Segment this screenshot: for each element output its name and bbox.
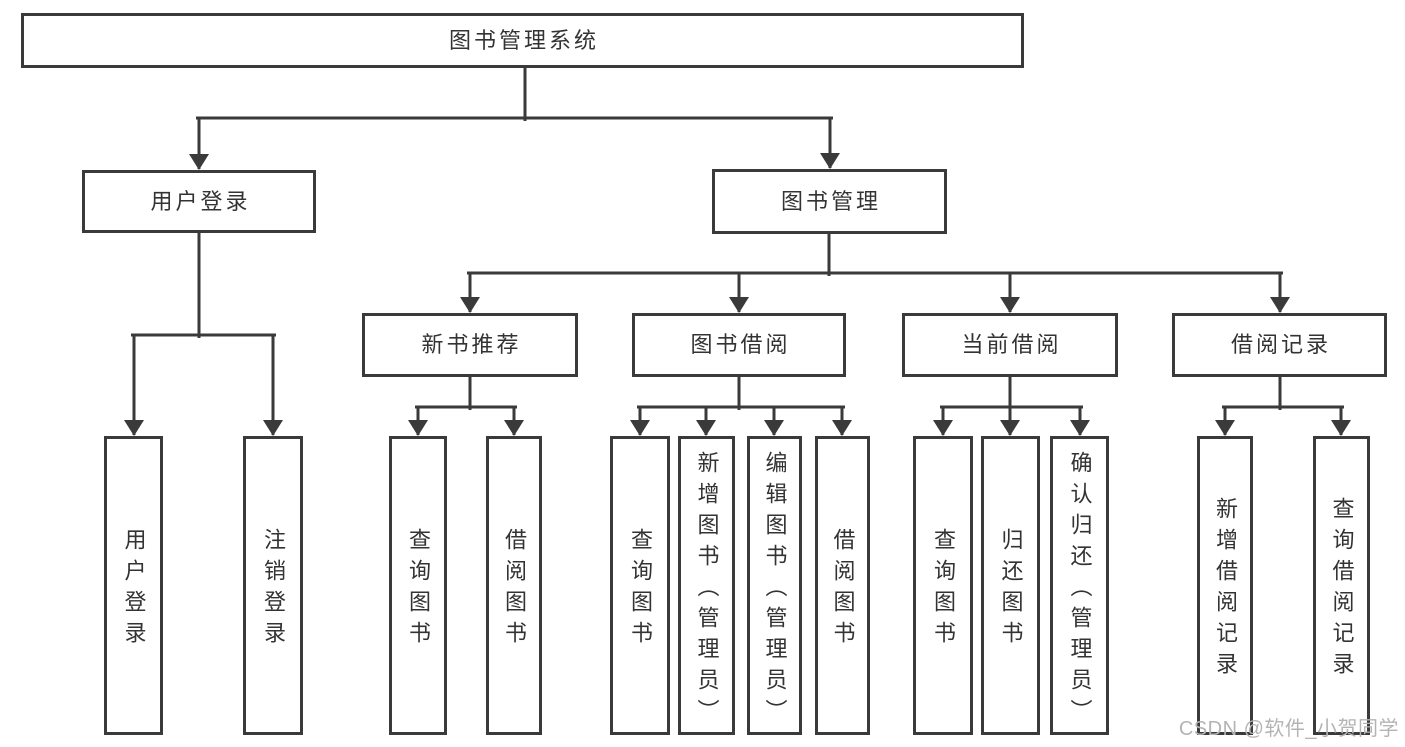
- leaf-bb-add-books-admin: 新增图书（管理员）: [678, 436, 735, 735]
- leaf-user-login: 用户登录: [104, 436, 163, 735]
- leaf-nbr-borrow-books: 借阅图书: [486, 436, 542, 735]
- node-user-login: 用户登录: [82, 170, 316, 233]
- node-borrowing-records: 借阅记录: [1172, 313, 1387, 377]
- node-current-borrowing: 当前借阅: [902, 313, 1118, 377]
- leaf-cb-return-books: 归还图书: [981, 436, 1040, 735]
- node-book-management: 图书管理: [712, 169, 947, 234]
- leaf-br-add-borrow-record: 新增借阅记录: [1197, 436, 1253, 735]
- leaf-cb-confirm-return-admin: 确认归还（管理员）: [1050, 436, 1109, 735]
- leaf-bb-borrow-books: 借阅图书: [815, 436, 870, 735]
- leaf-br-query-borrow-record: 查询借阅记录: [1313, 436, 1370, 735]
- watermark: CSDN @软件_小贺同学: [1178, 718, 1399, 740]
- leaf-bb-edit-books-admin: 编辑图书（管理员）: [747, 436, 802, 735]
- node-new-book-recommendation: 新书推荐: [362, 313, 578, 377]
- node-book-borrowing: 图书借阅: [632, 313, 846, 377]
- leaf-cb-query-books: 查询图书: [913, 436, 973, 735]
- leaf-logout-login: 注销登录: [243, 436, 303, 735]
- leaf-bb-query-books: 查询图书: [610, 436, 670, 735]
- node-root: 图书管理系统: [21, 13, 1024, 68]
- leaf-nbr-query-books: 查询图书: [389, 436, 447, 735]
